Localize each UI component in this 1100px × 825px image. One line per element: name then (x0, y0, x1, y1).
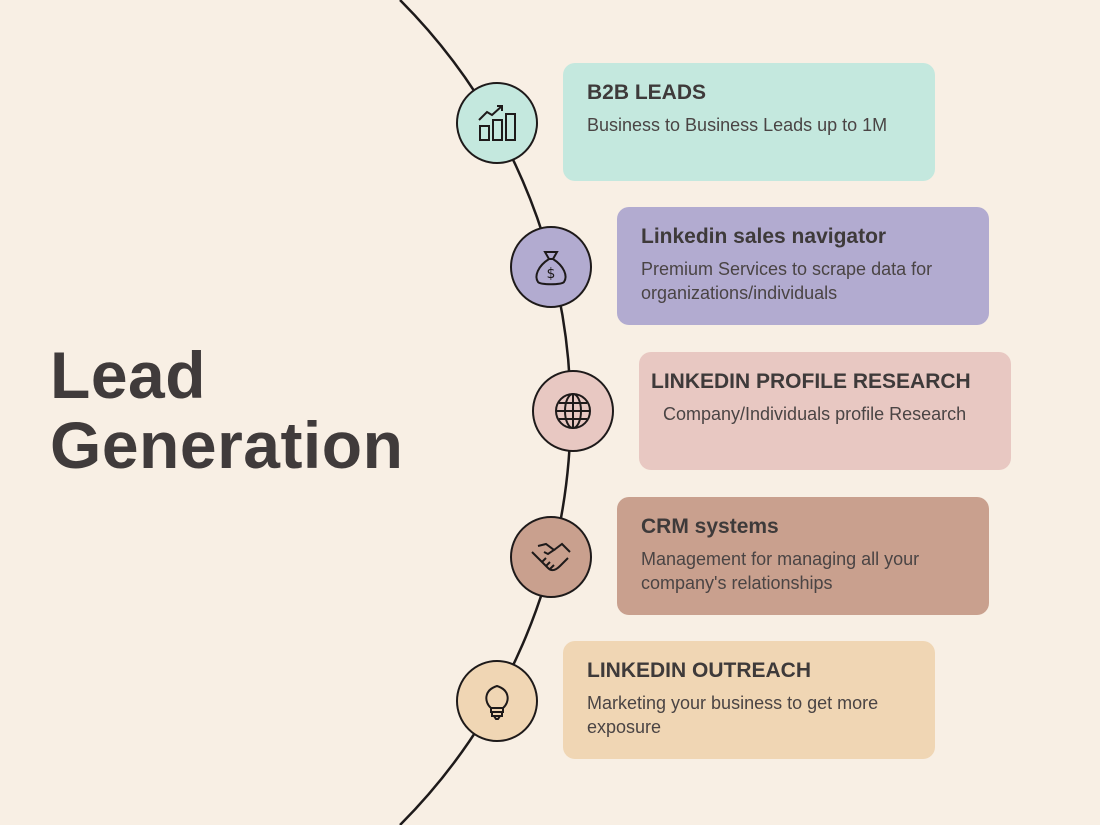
profile-research-node (532, 370, 614, 452)
title-line-1: Lead (50, 338, 207, 412)
crm-systems-node (510, 516, 592, 598)
card-heading: CRM systems (641, 515, 779, 538)
globe-icon (555, 393, 591, 429)
card-heading: LINKEDIN OUTREACH (587, 659, 811, 682)
sales-navigator-node: $ (510, 226, 592, 308)
b2b-leads-node (456, 82, 538, 164)
lightbulb-icon (485, 684, 509, 720)
svg-text:$: $ (547, 266, 556, 282)
card-description: Marketing your business to get more expo… (587, 693, 879, 737)
bar-chart-growth-icon (478, 105, 516, 141)
crm-systems-card: CRM systems Management for managing all … (617, 497, 989, 615)
card-description: Business to Business Leads up to 1M (587, 115, 888, 135)
card-description: Management for managing all your company… (641, 549, 920, 593)
card-heading: Linkedin sales navigator (641, 225, 887, 248)
profile-research-card: LINKEDIN PROFILE RESEARCH Company/Indivi… (639, 352, 1011, 470)
card-description: Company/Individuals profile Research (663, 404, 967, 424)
title-line-2: Generation (50, 408, 404, 482)
money-bag-icon: $ (535, 251, 567, 286)
card-heading: LINKEDIN PROFILE RESEARCH (651, 370, 971, 393)
b2b-leads-card: B2B LEADS Business to Business Leads up … (563, 63, 935, 181)
handshake-icon (531, 542, 571, 572)
outreach-card: LINKEDIN OUTREACH Marketing your busines… (563, 641, 935, 759)
card-description: Premium Services to scrape data for orga… (641, 259, 933, 303)
card-heading: B2B LEADS (587, 81, 707, 104)
sales-navigator-card: Linkedin sales navigator Premium Service… (617, 207, 989, 325)
outreach-node (456, 660, 538, 742)
page-title: Lead Generation (50, 340, 403, 480)
